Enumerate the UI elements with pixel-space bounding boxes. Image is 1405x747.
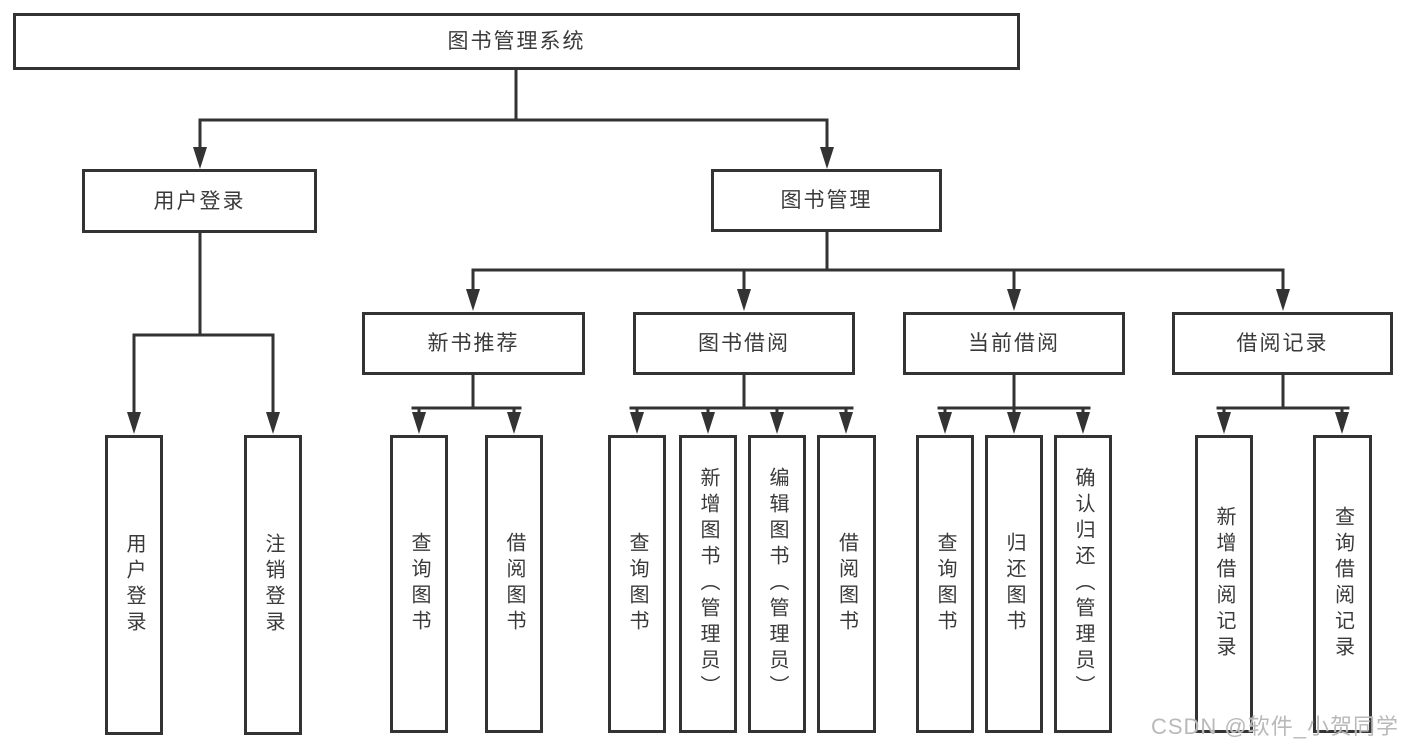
node-new-book-recommendation: 新书推荐 [362,312,585,375]
leaf-borrow-books-recommend: 借阅图书 [485,435,543,733]
leaf-label: 查询图书 [408,532,430,636]
leaf-label: 确认归还（管理员） [1072,467,1094,701]
leaf-label: 查询借阅记录 [1331,506,1354,662]
node-label: 图书借阅 [698,332,790,355]
leaf-user-login: 用户登录 [105,435,163,735]
leaf-label: 查询图书 [934,532,956,636]
node-current-borrowing: 当前借阅 [903,312,1125,375]
node-label: 借阅记录 [1236,332,1329,355]
node-book-management: 图书管理 [711,169,942,232]
leaf-return-books: 归还图书 [985,435,1043,733]
leaf-logout: 注销登录 [244,435,302,735]
leaf-label: 归还图书 [1003,532,1025,636]
node-label: 当前借阅 [968,332,1060,355]
arrowhead-icons [127,147,1349,434]
csdn-watermark: CSDN @软件_小贺同学 [1150,714,1399,739]
leaf-label: 借阅图书 [503,532,525,636]
leaf-edit-books-admin: 编辑图书（管理员） [748,435,806,733]
leaf-query-borrow-record: 查询借阅记录 [1313,435,1372,733]
leaf-add-books-admin: 新增图书（管理员） [679,435,737,733]
leaf-label: 注销登录 [262,533,284,637]
node-label: 图书管理系统 [447,30,586,53]
leaf-label: 编辑图书（管理员） [766,467,788,701]
node-user-login: 用户登录 [82,169,317,233]
leaf-label: 用户登录 [123,533,145,637]
leaf-query-books-current: 查询图书 [916,435,974,733]
node-borrowing-records: 借阅记录 [1172,312,1393,375]
leaf-label: 新增借阅记录 [1213,506,1235,662]
node-book-borrowing: 图书借阅 [633,312,855,375]
leaf-borrow-books: 借阅图书 [817,435,876,733]
leaf-label: 查询图书 [626,532,648,636]
node-label: 用户登录 [153,189,246,213]
leaf-add-borrow-record: 新增借阅记录 [1195,435,1253,733]
node-label: 新书推荐 [427,332,520,355]
leaf-query-books-recommend: 查询图书 [390,435,448,733]
node-label: 图书管理 [780,189,873,212]
leaf-label: 借阅图书 [835,532,858,636]
leaf-confirm-return-admin: 确认归还（管理员） [1054,435,1112,733]
leaf-query-books-borrow: 查询图书 [608,435,666,733]
node-library-management-system: 图书管理系统 [13,13,1020,70]
leaf-label: 新增图书（管理员） [697,467,719,701]
